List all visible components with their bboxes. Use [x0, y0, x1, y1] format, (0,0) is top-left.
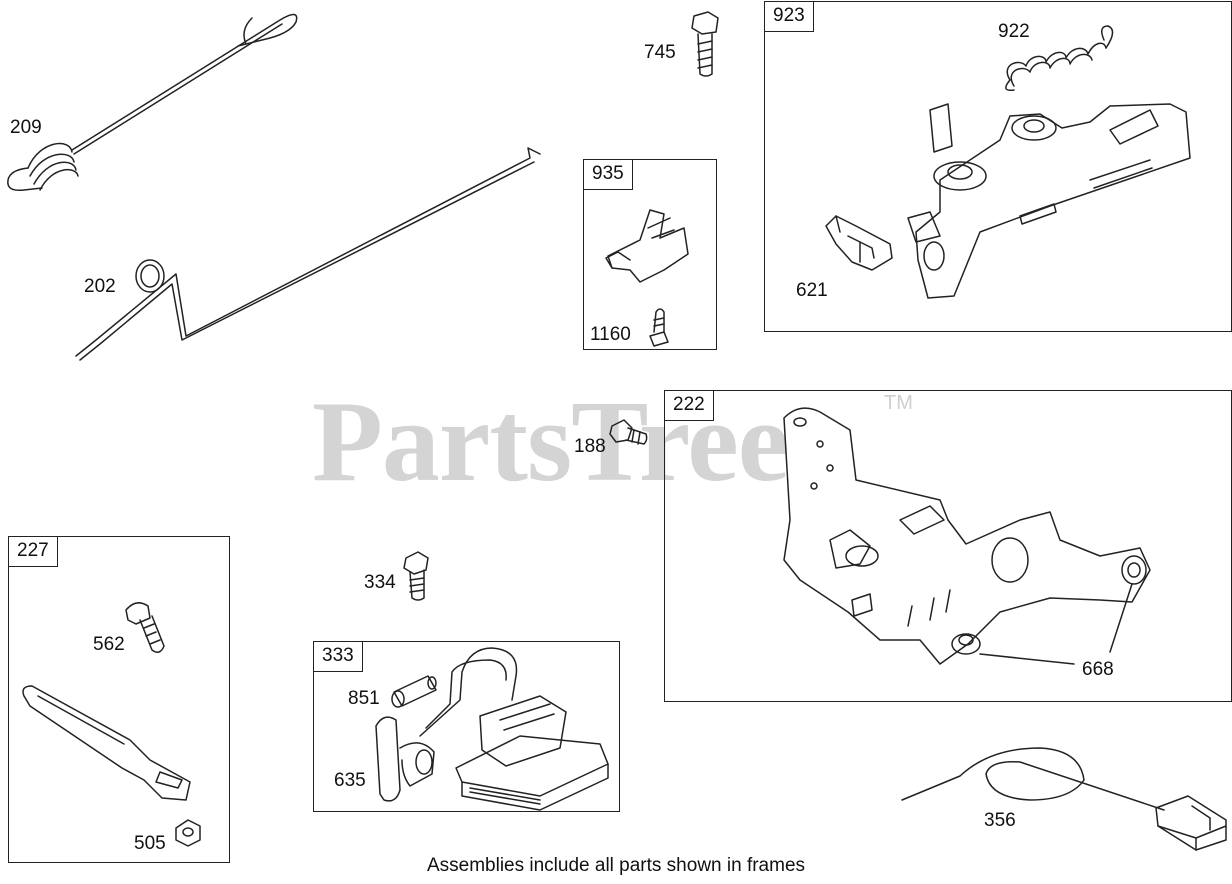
- part-1160-screw[interactable]: [650, 309, 668, 346]
- frame-923-tag: 923: [765, 2, 814, 32]
- part-923-governor-bracket[interactable]: [908, 104, 1190, 298]
- frame-227-tag: 227: [9, 537, 58, 567]
- label-209[interactable]: 209: [10, 117, 42, 138]
- part-356-wire[interactable]: [902, 748, 1226, 850]
- part-334-bolt[interactable]: [404, 552, 428, 600]
- frame-222-tag: 222: [665, 391, 714, 421]
- label-1160[interactable]: 1160: [590, 324, 631, 345]
- part-745-bolt[interactable]: [692, 12, 718, 76]
- label-851[interactable]: 851: [348, 688, 380, 709]
- frame-227: 227: [8, 536, 230, 863]
- part-922-spring[interactable]: [1006, 26, 1113, 90]
- label-562[interactable]: 562: [93, 634, 125, 655]
- frames-caption: Assemblies include all parts shown in fr…: [426, 855, 806, 876]
- label-668[interactable]: 668: [1082, 659, 1114, 680]
- label-745[interactable]: 745: [644, 42, 676, 63]
- part-621-clip[interactable]: [826, 216, 892, 270]
- label-188[interactable]: 188: [574, 436, 606, 457]
- part-222-control-bracket[interactable]: [784, 408, 1150, 664]
- frame-935: 935: [583, 159, 717, 350]
- part-562-bolt[interactable]: [126, 603, 164, 652]
- frame-333-tag: 333: [314, 642, 363, 672]
- part-188-screw[interactable]: [610, 420, 647, 444]
- part-635-boot[interactable]: [376, 717, 434, 801]
- label-202[interactable]: 202: [84, 276, 116, 297]
- frame-222: 222: [664, 390, 1232, 702]
- trademark-mark: TM: [884, 392, 913, 414]
- part-935-brush[interactable]: [606, 210, 688, 282]
- frame-935-tag: 935: [584, 160, 633, 190]
- leader-668-b: [1110, 584, 1132, 652]
- label-635[interactable]: 635: [334, 770, 366, 791]
- leader-668-a: [980, 654, 1074, 664]
- part-851-connector[interactable]: [392, 676, 436, 707]
- frame-333: 333: [313, 641, 620, 812]
- label-334[interactable]: 334: [364, 572, 396, 593]
- part-209-spring-rod[interactable]: [8, 14, 297, 190]
- label-505[interactable]: 505: [134, 833, 166, 854]
- part-202-governor-rod[interactable]: [76, 148, 540, 360]
- label-356[interactable]: 356: [984, 810, 1016, 831]
- label-621[interactable]: 621: [796, 280, 828, 301]
- frame-923: 923: [764, 1, 1232, 332]
- part-333-armature[interactable]: [420, 648, 608, 810]
- part-505-nut[interactable]: [176, 820, 200, 846]
- part-227-lever[interactable]: [23, 686, 190, 800]
- label-922[interactable]: 922: [998, 21, 1030, 42]
